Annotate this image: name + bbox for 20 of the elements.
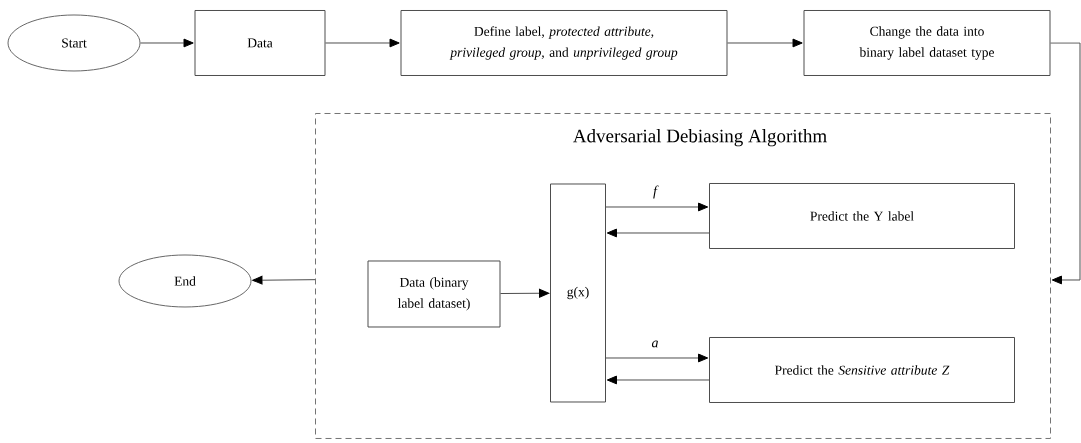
arrow	[252, 275, 316, 285]
edge-label: f	[653, 185, 659, 199]
function-box: g(x)	[550, 183, 606, 403]
process-box: Change the data into binary label dataset type	[803, 10, 1051, 76]
process-box: Data	[194, 10, 326, 76]
arrow	[140, 38, 194, 48]
process-box: Data (binary label dataset)	[367, 260, 501, 328]
edge-label: a	[651, 340, 658, 348]
arrow	[500, 288, 550, 298]
arrow	[605, 353, 709, 363]
arrow	[325, 38, 400, 48]
arrow	[727, 38, 803, 48]
process-box: Predict the Sensitive attribute Z	[709, 337, 1015, 403]
process-box: Predict the Y label	[709, 183, 1015, 249]
container-heading: Adversarial Debiasing Algorithm	[573, 129, 827, 147]
arrow	[1050, 42, 1081, 285]
arrow	[605, 202, 709, 212]
arrow	[606, 228, 710, 238]
process-box: Define label, protected attribute, privileged group, and unprivileged group	[400, 10, 728, 76]
arrow	[606, 375, 710, 385]
